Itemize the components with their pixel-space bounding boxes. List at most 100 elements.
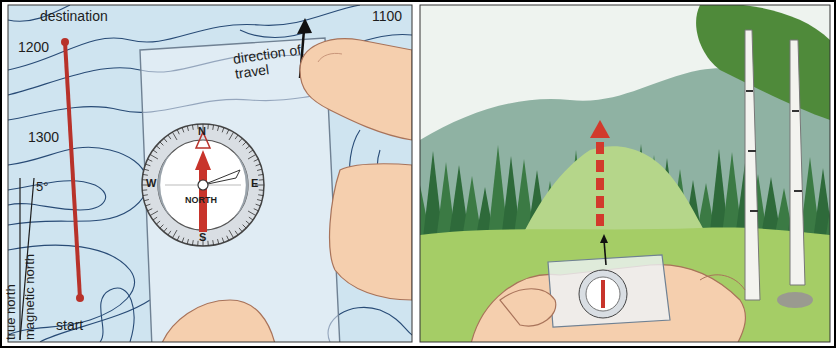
- bezel-tick: [246, 146, 250, 149]
- bezel-tick: [173, 132, 178, 140]
- bezel-tick: [256, 164, 261, 166]
- bezel-tick: [239, 138, 242, 142]
- hand-finger: [300, 39, 412, 140]
- bezel-tick: [227, 130, 229, 135]
- compass-marking: W: [146, 178, 156, 190]
- bezel-tick: [192, 240, 194, 245]
- bezel-tick: [187, 126, 188, 131]
- bezel-tick: [243, 142, 247, 146]
- bezel-tick: [248, 211, 256, 216]
- tree-foliage: [696, 5, 830, 120]
- panel-border: [8, 5, 412, 342]
- bezel-tick: [173, 230, 178, 238]
- bezel-tick: [197, 241, 198, 246]
- bezel-tick: [207, 241, 208, 246]
- bezel-tick: [164, 138, 167, 142]
- map-label: 5°: [36, 180, 48, 194]
- bezel-tick: [259, 179, 264, 180]
- compass-marking: S: [199, 232, 206, 244]
- bezel-tick: [256, 204, 261, 206]
- bezel-tick: [259, 189, 264, 190]
- compass-marking: E: [251, 178, 258, 190]
- bezel-tick: [164, 228, 167, 232]
- bezel-tick: [246, 221, 250, 224]
- bearing-dash: [596, 160, 604, 172]
- bezel-tick: [229, 230, 234, 238]
- birch-trunk: [745, 30, 760, 300]
- bezel-tick: [150, 211, 158, 216]
- birch-mark: [748, 150, 756, 152]
- route-line: [65, 42, 80, 298]
- bezel-tick: [182, 238, 184, 243]
- map-label: true north: [4, 284, 18, 340]
- bezel-tick: [144, 199, 149, 200]
- true-north-line: [19, 178, 20, 340]
- compass-bezel: [142, 124, 264, 246]
- bezel-tick: [248, 155, 256, 160]
- hand-finger: [700, 275, 745, 290]
- rock: [777, 292, 813, 308]
- bezel-tick: [177, 130, 179, 135]
- bezel-tick: [207, 124, 208, 129]
- bezel-tick: [258, 194, 263, 196]
- bezel-tick: [192, 125, 194, 130]
- bezel-tick: [168, 231, 171, 235]
- contour-line: [328, 307, 412, 342]
- needle-pivot: [198, 180, 208, 190]
- bezel-tick: [227, 236, 229, 241]
- bezel-tick: [243, 225, 247, 229]
- bezel-tick: [160, 142, 164, 146]
- bezel-tick: [249, 150, 253, 153]
- bezel-tick: [177, 236, 179, 241]
- map-label: 1300: [28, 130, 59, 145]
- bezel-tick: [150, 155, 158, 160]
- bezel-tick: [239, 228, 242, 232]
- conifer-tree: [826, 171, 830, 235]
- bezel-tick: [187, 239, 188, 244]
- contour-line: [8, 147, 147, 225]
- bezel-tick: [212, 240, 214, 245]
- hand-finger: [330, 164, 412, 300]
- hand-thumb: [500, 289, 556, 326]
- birch-trunk: [790, 40, 805, 285]
- map-label: magnetic north: [23, 254, 37, 340]
- bearing-dash: [596, 178, 604, 190]
- bezel-tick: [217, 126, 218, 131]
- compass-bezel: [579, 270, 627, 318]
- travel-arrowhead: [600, 234, 608, 243]
- birch-mark: [746, 90, 753, 92]
- map-label: 1200: [18, 40, 49, 55]
- start-dot: [76, 294, 84, 302]
- compass-capsule: [586, 277, 620, 311]
- contour-line: [100, 288, 134, 342]
- bezel-tick: [257, 169, 262, 170]
- birch-mark: [794, 190, 802, 192]
- bezel-tick: [148, 209, 153, 211]
- bezel-tick: [254, 209, 259, 211]
- bezel-tick: [235, 231, 238, 235]
- bezel-tick: [257, 199, 262, 200]
- panel-border: [420, 5, 830, 342]
- map-label: start: [56, 318, 83, 333]
- compass-baseplate: [548, 255, 670, 327]
- bearing-dash: [596, 142, 604, 154]
- bezel-tick: [222, 128, 224, 133]
- bezel-tick: [168, 135, 171, 139]
- bezel-tick: [146, 204, 151, 206]
- birch-mark: [792, 110, 799, 112]
- bezel-tick: [235, 135, 238, 139]
- bezel-tick: [142, 189, 147, 190]
- bezel-tick: [144, 169, 149, 170]
- bezel-tick: [212, 125, 214, 130]
- bearing-arrowhead: [590, 120, 610, 138]
- bearing-dash: [596, 196, 604, 208]
- bezel-tick: [217, 239, 218, 244]
- bezel-tick: [249, 217, 253, 220]
- clearing: [520, 146, 710, 240]
- fingernail: [318, 53, 342, 62]
- travel-arrowhead: [297, 18, 312, 34]
- bezel-tick: [254, 159, 259, 161]
- destination-dot: [61, 38, 69, 46]
- bezel-tick: [148, 159, 153, 161]
